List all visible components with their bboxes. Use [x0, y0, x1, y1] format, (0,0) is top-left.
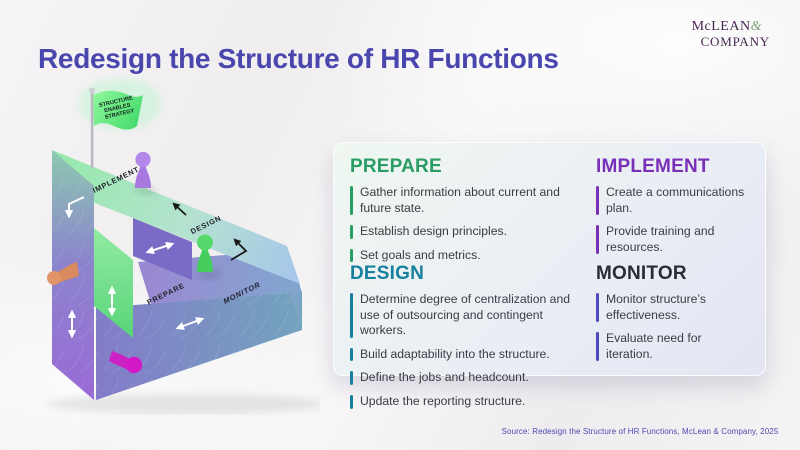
page-title: Redesign the Structure of HR Functions	[38, 42, 559, 74]
logo-line-2: COMPANY	[700, 33, 770, 49]
logo-line-1: McLEAN&	[691, 19, 762, 34]
section-heading-design: DESIGN	[350, 263, 425, 284]
section-design: DESIGN Determine degree of centralizatio…	[350, 263, 582, 418]
bullet-item: Gather information about current and fut…	[350, 185, 582, 216]
penrose-triangle-illustration: IMPLEMENT DESIGN PREPARE MONITOR STRUCTU…	[45, 78, 320, 414]
bullet-item: Define the jobs and headcount.	[350, 370, 582, 386]
orange-peg	[47, 262, 79, 285]
bullet-list: Create a communications plan. Provide tr…	[596, 185, 749, 255]
inner-green-face	[94, 228, 133, 338]
green-pawn	[197, 234, 221, 278]
section-implement: IMPLEMENT Create a communications plan. …	[596, 156, 749, 263]
corner-arrow-icon	[64, 196, 85, 219]
mclean-company-logo: McLEAN& COMPANY	[691, 19, 770, 49]
up-arrow-icon	[172, 202, 187, 216]
magenta-peg	[109, 351, 143, 374]
bullet-list: Determine degree of centralization and u…	[350, 292, 582, 410]
phases-card: PREPARE Gather information about current…	[333, 142, 766, 409]
bullet-item: Provide training and resources.	[596, 224, 749, 255]
source-citation: Source: Redesign the Structure of HR Fun…	[501, 427, 779, 436]
section-heading-prepare: PREPARE	[350, 156, 442, 177]
top-beam-top-face	[52, 150, 300, 284]
bent-arrow-icon	[230, 238, 248, 261]
bullet-list: Gather information about current and fut…	[350, 185, 582, 263]
section-monitor: MONITOR Monitor structure’s effectivenes…	[596, 263, 749, 418]
section-heading-implement: IMPLEMENT	[596, 156, 710, 177]
bullet-item: Determine degree of centralization and u…	[350, 292, 582, 339]
bullet-item: Establish design principles.	[350, 224, 582, 240]
bullet-item: Build adaptability into the structure.	[350, 347, 582, 363]
flag: STRUCTURE ENABLES STRATEGY	[78, 78, 162, 168]
bullet-item: Create a communications plan.	[596, 185, 749, 216]
double-arrow-icon	[145, 241, 175, 255]
logo-ampersand: &	[750, 19, 762, 34]
section-heading-monitor: MONITOR	[596, 263, 687, 284]
leaf-texture	[96, 292, 302, 400]
bullet-item: Set goals and metrics.	[350, 248, 582, 264]
bullet-item: Update the reporting structure.	[350, 394, 582, 410]
double-arrow-icon	[175, 317, 205, 330]
bullet-item: Monitor structure’s effectiveness.	[596, 292, 749, 323]
section-prepare: PREPARE Gather information about current…	[350, 156, 582, 263]
purple-pawn	[135, 151, 157, 194]
bullet-item: Evaluate need for iteration.	[596, 331, 749, 362]
ground-shadow	[45, 394, 320, 414]
bullet-list: Monitor structure’s effectiveness. Evalu…	[596, 292, 749, 362]
